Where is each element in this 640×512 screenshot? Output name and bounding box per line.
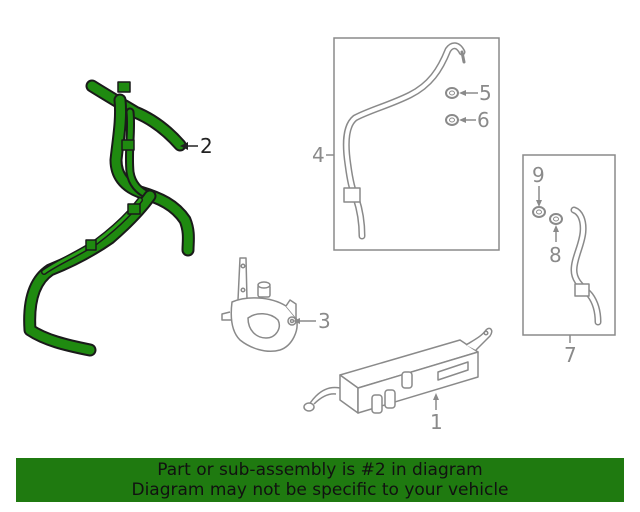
callout-2[interactable]: 2 [200, 134, 213, 158]
part-4-frame [333, 37, 500, 251]
callout-5[interactable]: 5 [479, 81, 492, 105]
callout-leader-2 [180, 142, 198, 150]
callout-7[interactable]: 7 [564, 343, 577, 367]
diagram-notice-banner: Part or sub-assembly is #2 in diagram Di… [16, 458, 624, 502]
callout-4[interactable]: 4 [312, 143, 325, 167]
callout-arrow-8 [553, 225, 559, 232]
part-7-pipe[interactable] [570, 206, 602, 326]
part-2-hose-assembly[interactable] [23, 79, 195, 357]
callout-arrow-3 [293, 318, 300, 324]
callout-arrow-1 [433, 393, 439, 400]
callout-3[interactable]: 3 [318, 309, 331, 333]
callout-arrow-5 [459, 90, 466, 96]
callout-1[interactable]: 1 [430, 410, 443, 434]
part-7-frame [522, 154, 616, 336]
part-4-pipe[interactable] [342, 42, 466, 240]
part-9-washer[interactable] [532, 206, 546, 218]
part-6-washer[interactable] [445, 114, 459, 126]
callout-arrow-6 [459, 117, 466, 123]
callout-6[interactable]: 6 [477, 108, 490, 132]
part-3-valve[interactable] [221, 257, 298, 352]
part-8-washer[interactable] [549, 213, 563, 225]
callout-arrow-9 [536, 200, 542, 207]
notice-line-2: Diagram may not be specific to your vehi… [131, 480, 509, 500]
notice-line-1: Part or sub-assembly is #2 in diagram [157, 460, 483, 480]
callout-9[interactable]: 9 [532, 163, 545, 187]
callout-8[interactable]: 8 [549, 243, 562, 267]
part-5-washer[interactable] [445, 87, 459, 99]
part-1-cooler[interactable] [303, 327, 493, 414]
